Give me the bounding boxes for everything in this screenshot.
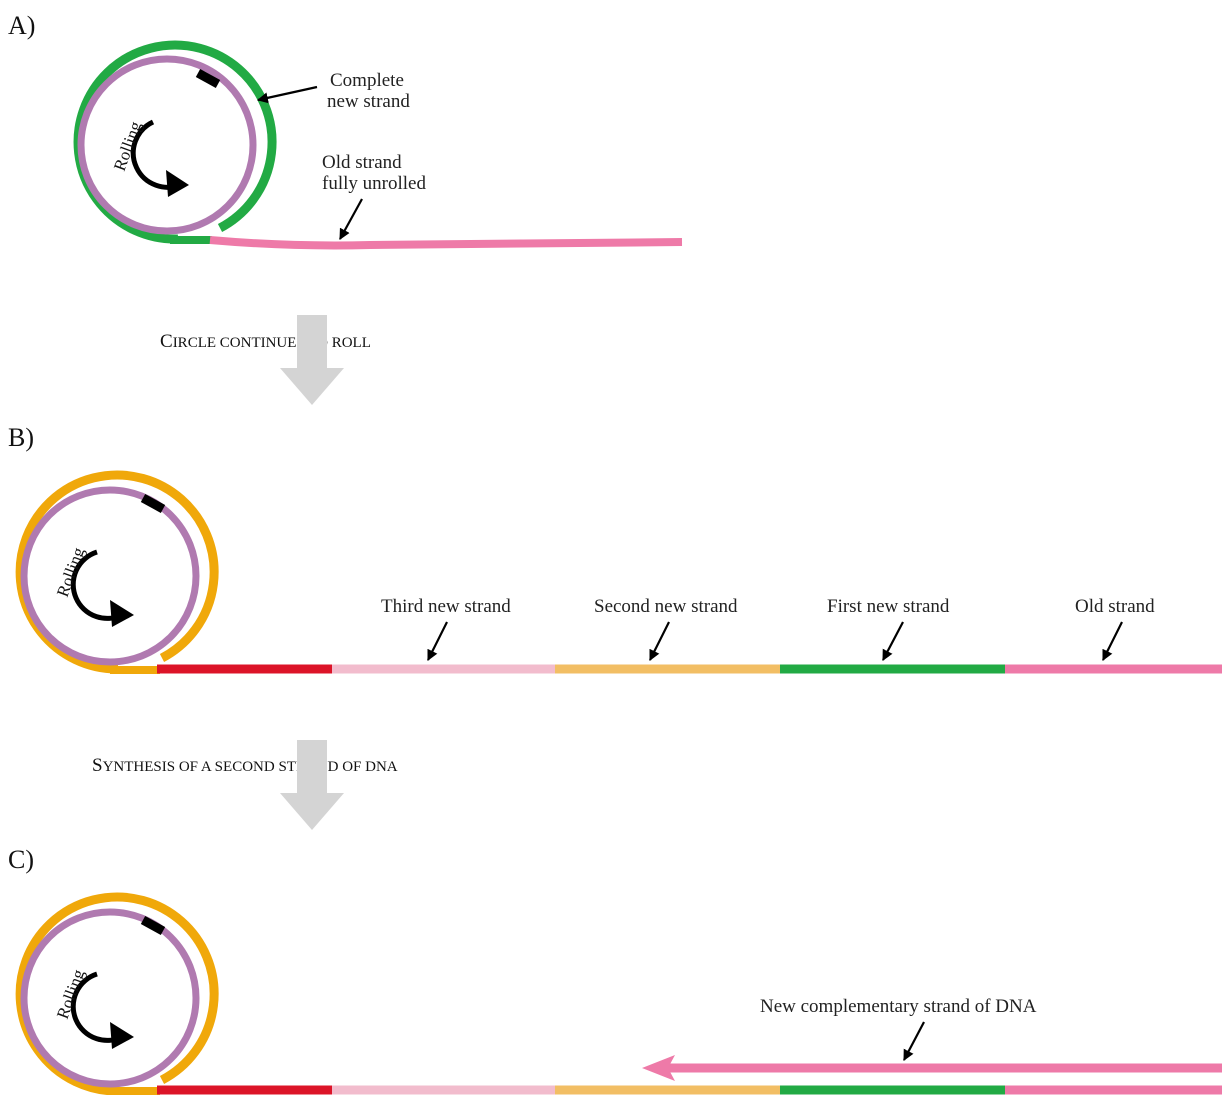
new-complementary-strand-arrow [642,1055,1222,1081]
third-new-strand-label: Third new strand [381,596,511,617]
third-new-strand-pointer [427,621,448,661]
step-synth-text: SYNTHESIS OF A SECOND STRAND OF DNA [92,755,398,776]
circular-template [20,486,200,666]
complementary-strand-arrowhead-icon [642,1055,675,1081]
step-synth-arrow-icon [280,740,344,830]
panel-c-circle: Rolling [15,892,219,1095]
rolling-label: Rolling [110,118,145,173]
old-strand-label: Old strand [1075,596,1155,617]
step-roll-arrow-icon [280,315,344,405]
step-roll-text: CIRCLE CONTINUES TO ROLL [160,331,371,352]
old-strand-label-2: fully unrolled [322,173,426,194]
circular-template [77,55,257,235]
rotation-arrowhead-icon [110,1022,134,1049]
origin-marker [195,69,221,88]
old-strand-unrolled-line [209,236,683,250]
old-strand-label-1: Old strand [322,152,402,173]
panel-b-circle: Rolling [15,470,219,674]
rotation-arrow-icon [70,549,126,621]
rolling-label: Rolling [53,966,88,1021]
panel-a-circle: Rolling [73,40,277,244]
first-new-strand-label: First new strand [827,596,950,617]
panel-b-label: B) [8,423,34,452]
second-new-strand-label: Second new strand [594,596,738,617]
complete-new-strand-label-1: Complete [330,70,404,91]
new-complementary-strand-label: New complementary strand of DNA [760,996,1037,1017]
origin-marker [140,916,166,935]
second-new-strand-pointer [649,621,670,661]
rotation-arrowhead-icon [166,170,189,197]
panel-c-label: C) [8,845,34,874]
panel-a-label: A) [8,11,35,40]
origin-marker [140,494,166,513]
old-strand-pointer [339,198,363,240]
complete-new-strand-pointer [256,85,318,104]
rolling-label: Rolling [53,544,88,599]
new-complementary-strand-pointer [903,1021,925,1061]
rotation-arrow-icon [70,971,126,1043]
circular-template [20,908,200,1088]
rotation-arrowhead-icon [110,600,134,627]
first-new-strand-pointer [882,621,904,661]
complete-new-strand-label-2: new strand [327,91,410,112]
old-strand-pointer [1102,621,1123,661]
